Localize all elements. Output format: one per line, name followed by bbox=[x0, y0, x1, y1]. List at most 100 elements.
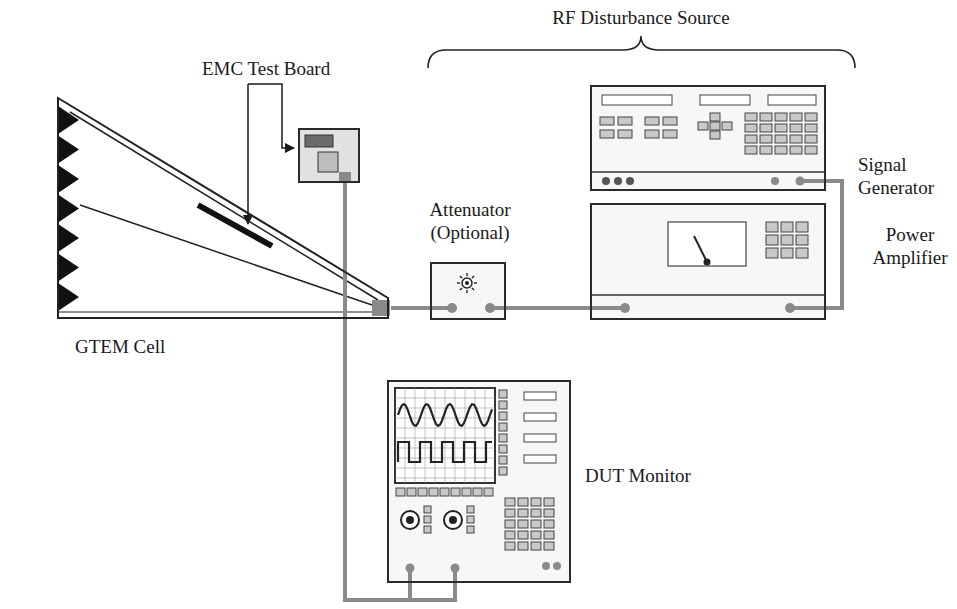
waveform bbox=[398, 404, 492, 426]
node-label: Signal Generator bbox=[858, 153, 934, 199]
button bbox=[429, 488, 438, 496]
gtem-detail bbox=[58, 311, 372, 312]
button bbox=[531, 531, 541, 539]
button bbox=[760, 113, 772, 121]
dut-monitor: DUT Monitor bbox=[387, 380, 571, 583]
leader-line bbox=[248, 84, 294, 148]
board-connector bbox=[339, 172, 351, 182]
button bbox=[499, 467, 507, 475]
cable-branch bbox=[408, 583, 412, 600]
button bbox=[467, 526, 474, 533]
chip bbox=[305, 135, 333, 147]
label-wrap: DUT Monitor bbox=[585, 464, 691, 487]
button bbox=[796, 248, 808, 258]
button bbox=[745, 124, 757, 132]
signal-generator-detail bbox=[602, 177, 610, 185]
button bbox=[524, 434, 556, 442]
button bbox=[499, 423, 507, 431]
dut-monitor-detail bbox=[553, 562, 561, 570]
button bbox=[775, 124, 787, 132]
bracket bbox=[428, 36, 855, 68]
test-board: EMC Test Board bbox=[298, 128, 360, 183]
button bbox=[467, 506, 474, 513]
node-label: EMC Test Board bbox=[202, 57, 330, 80]
graticule bbox=[455, 388, 456, 483]
power-amplifier-detail bbox=[590, 203, 826, 320]
button bbox=[499, 456, 507, 464]
button bbox=[518, 531, 528, 539]
button bbox=[518, 520, 528, 528]
graticule bbox=[485, 388, 486, 483]
button bbox=[473, 488, 482, 496]
absorber bbox=[58, 136, 79, 164]
group-label: RF Disturbance Source bbox=[552, 6, 729, 29]
button bbox=[518, 498, 528, 506]
button bbox=[544, 509, 554, 517]
button bbox=[544, 520, 554, 528]
graticule bbox=[395, 438, 495, 439]
button bbox=[505, 531, 515, 539]
button bbox=[424, 516, 431, 523]
board-body bbox=[298, 128, 360, 183]
button bbox=[645, 117, 659, 125]
dut-monitor-detail bbox=[387, 380, 571, 583]
cable bbox=[506, 306, 590, 310]
waveform bbox=[398, 442, 492, 462]
absorber bbox=[58, 195, 79, 223]
absorber bbox=[58, 224, 79, 252]
graticule bbox=[465, 388, 466, 483]
dut-monitor-detail bbox=[444, 511, 462, 529]
knob-ray bbox=[466, 273, 467, 276]
knob-ray bbox=[472, 288, 474, 290]
node-label: Attenuator (Optional) bbox=[429, 198, 510, 244]
button bbox=[418, 488, 427, 496]
power-amplifier-detail bbox=[668, 222, 746, 266]
leader-line bbox=[247, 84, 249, 224]
absorber bbox=[58, 106, 79, 134]
signal-generator-detail bbox=[768, 95, 816, 105]
power-amplifier-detail bbox=[590, 294, 826, 296]
dut-monitor-detail bbox=[406, 516, 414, 524]
graticule bbox=[435, 388, 436, 483]
button bbox=[544, 542, 554, 550]
signal-generator-detail bbox=[698, 122, 708, 130]
button bbox=[531, 542, 541, 550]
button bbox=[781, 248, 793, 258]
cell-outline bbox=[58, 98, 388, 318]
absorber bbox=[58, 165, 79, 193]
knob-ray bbox=[472, 276, 474, 278]
power-amplifier-detail bbox=[590, 306, 625, 310]
signal-generator-detail bbox=[771, 177, 779, 185]
signal-generator-detail bbox=[590, 85, 826, 191]
attenuator-detail bbox=[430, 262, 506, 320]
signal-generator-detail bbox=[710, 122, 720, 130]
graticule bbox=[405, 388, 406, 483]
signal-generator-detail bbox=[710, 113, 720, 121]
attenuator: Attenuator (Optional) bbox=[430, 262, 506, 320]
button bbox=[600, 117, 614, 125]
dut-monitor-detail bbox=[449, 516, 457, 524]
button bbox=[790, 146, 802, 154]
button bbox=[499, 434, 507, 442]
dut-monitor-detail bbox=[401, 511, 419, 529]
button bbox=[663, 117, 677, 125]
dut-monitor-detail bbox=[542, 562, 550, 570]
button bbox=[775, 135, 787, 143]
button bbox=[424, 526, 431, 533]
knob-ray bbox=[466, 290, 467, 293]
knob-ray bbox=[460, 276, 462, 278]
signal-generator-detail bbox=[614, 177, 622, 185]
button bbox=[518, 542, 528, 550]
button bbox=[499, 401, 507, 409]
gtem-detail bbox=[58, 106, 390, 316]
attenuator-detail bbox=[485, 303, 495, 313]
button bbox=[524, 455, 556, 463]
button bbox=[524, 413, 556, 421]
button bbox=[645, 130, 659, 138]
graticule bbox=[395, 468, 495, 469]
power-amplifier-detail bbox=[785, 303, 795, 313]
power-amplifier-detail bbox=[620, 303, 630, 313]
cable bbox=[345, 183, 455, 600]
